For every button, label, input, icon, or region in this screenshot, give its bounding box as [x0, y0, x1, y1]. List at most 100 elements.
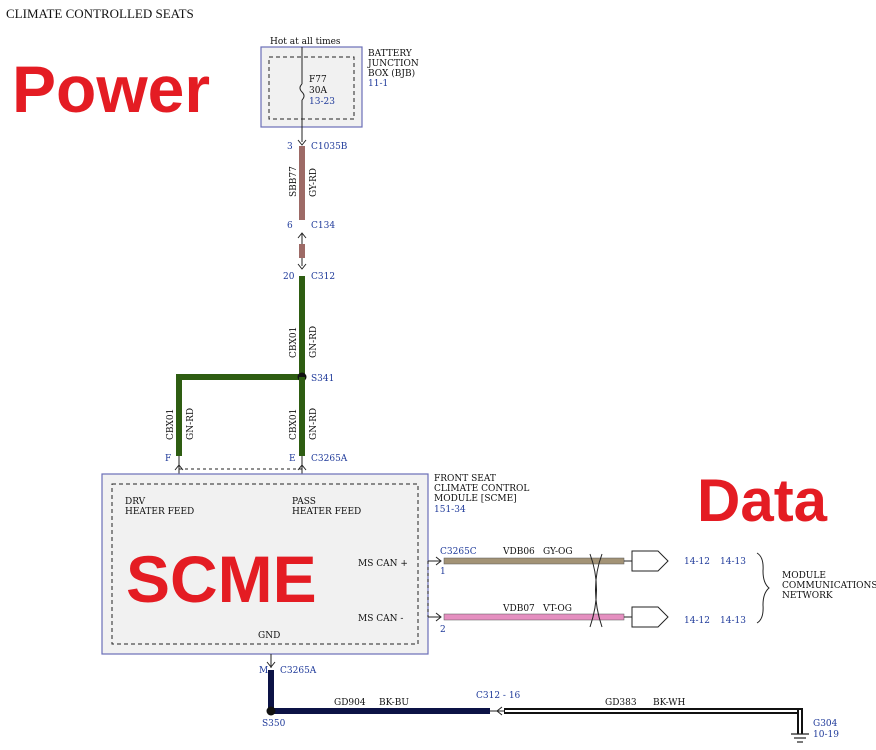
sbb77-wire-segment: 3 C1035B SBB77 GY-RD 6 C134 20 C312: [283, 127, 348, 282]
cbx01-right-color: GN-RD: [309, 408, 319, 440]
cbx01-branch-wire: [176, 374, 305, 380]
vdb06-color: GY-OG: [543, 547, 573, 557]
fuse-icon: [299, 83, 305, 101]
connector-arrow-icon: [297, 139, 307, 146]
vdb06-wire: [443, 557, 625, 565]
net-ref-b1: 14-13: [720, 557, 746, 567]
connector-arrow-icon: [297, 464, 307, 471]
connector-arrow-icon: [496, 706, 503, 716]
vdb06-name: VDB06: [502, 547, 535, 557]
cbx01-left-color: GN-RD: [186, 408, 196, 440]
network-line1: MODULE: [782, 571, 826, 581]
bjb-inner-box: [268, 56, 355, 120]
network-line3: NETWORK: [782, 591, 833, 601]
vdb07-color: VT-OG: [542, 604, 572, 614]
data-annotation: Data: [697, 467, 828, 534]
gd904-wire: [268, 708, 490, 714]
scme-name-line1: FRONT SEAT: [434, 474, 496, 484]
s350-label: S350: [262, 719, 286, 729]
c3265a-pin-e: E: [289, 454, 296, 464]
fuse-amps: 30A: [309, 86, 327, 96]
connector-arrow-icon: [174, 464, 184, 471]
bjb-name-line1: BATTERY: [368, 49, 413, 59]
connector-arrow-icon: [266, 661, 276, 668]
gd904-color: BK-BU: [379, 698, 409, 708]
brace-icon: [756, 552, 770, 624]
network-line2: COMMUNICATIONS: [782, 581, 876, 591]
c3265c-pin1: 1: [440, 567, 446, 577]
bjb-page: 11-1: [368, 79, 388, 89]
c134-label: C134: [311, 221, 335, 231]
connector-arrow-icon: [435, 612, 442, 622]
diagram-title: CLIMATE CONTROLLED SEATS: [6, 6, 194, 21]
c3265c-pin2: 2: [440, 625, 446, 635]
g304-label: G304: [813, 719, 838, 729]
ground-icon: [791, 733, 809, 743]
ms-can-plus-label: MS CAN +: [358, 559, 408, 569]
connector-arrow-icon: [435, 556, 442, 566]
c1035b-pin: 3: [287, 142, 293, 152]
scme-annotation: SCME: [126, 542, 317, 616]
power-annotation: Power: [12, 52, 210, 126]
cbx01-left-name: CBX01: [166, 409, 176, 440]
scme-box: [101, 473, 429, 655]
can-minus-connector-icon: [631, 606, 669, 628]
bjb-box: [260, 46, 363, 128]
fuse-number: F77: [309, 75, 327, 85]
can-plus-connector-icon: [631, 550, 669, 572]
gd383-color: BK-WH: [653, 698, 685, 708]
c3265a-label: C3265A: [311, 454, 348, 464]
battery-junction-box: Hot at all times F77 30A 13-23 BATTERY J…: [260, 37, 419, 128]
can-bus-wires: C3265C 1 2 VDB06 GY-OG VDB07 VT-OG 14-12…: [427, 547, 876, 635]
ground-circuit: M C3265A S350 GD904 BK-BU C312 - 16 GD38…: [259, 654, 839, 743]
c312-pin: 20: [283, 272, 295, 282]
gd904-name: GD904: [334, 698, 366, 708]
cbx01-top-name: CBX01: [289, 327, 299, 358]
drv-label-line2: HEATER FEED: [125, 507, 194, 517]
vdb07-name: VDB07: [502, 604, 535, 614]
sbb77-color: GY-RD: [309, 168, 319, 197]
sbb77-wire-short: [299, 244, 305, 258]
s350-splice: [266, 706, 276, 716]
c3265a-pin-f: F: [165, 454, 171, 464]
bjb-name-line2: JUNCTION: [367, 59, 419, 69]
scme-inner-box: [111, 483, 419, 645]
g304-page: 10-19: [813, 730, 839, 740]
gnd-label: GND: [258, 631, 280, 641]
fuse-ref: 13-23: [309, 97, 335, 107]
scme-name-line2: CLIMATE CONTROL: [434, 484, 529, 494]
c312-16-label: C312 - 16: [476, 691, 521, 701]
connector-arrow-icon: [297, 263, 307, 270]
c1035b-label: C1035B: [311, 142, 348, 152]
hot-at-all-times-label: Hot at all times: [270, 37, 341, 47]
c3265a-pin-m: M: [259, 666, 268, 676]
ms-can-minus-label: MS CAN -: [358, 614, 403, 624]
net-ref-b2: 14-13: [720, 616, 746, 626]
drv-label-line1: DRV: [125, 497, 146, 507]
sbb77-name: SBB77: [289, 166, 299, 197]
cbx01-right-wire: [299, 377, 305, 456]
c134-pin: 6: [287, 221, 293, 231]
bjb-name-line3: BOX (BJB): [368, 68, 415, 79]
c312-label: C312: [311, 272, 335, 282]
gd904-vertical-wire: [268, 670, 274, 712]
pass-label-line1: PASS: [292, 497, 316, 507]
net-ref-a2: 14-12: [684, 616, 710, 626]
c3265a-ground-label: C3265A: [280, 666, 317, 676]
cbx01-left-wire: [176, 374, 182, 456]
c3265c-label: C3265C: [440, 547, 477, 557]
vdb07-wire: [443, 613, 625, 621]
cbx01-right-name: CBX01: [289, 409, 299, 440]
pass-label-line2: HEATER FEED: [292, 507, 361, 517]
scme-page: 151-34: [434, 505, 466, 515]
s341-label: S341: [311, 374, 334, 384]
scme-name-line3: MODULE [SCME]: [434, 494, 517, 504]
sbb77-wire: [299, 146, 305, 220]
net-ref-a1: 14-12: [684, 557, 710, 567]
twisted-pair-icon: [589, 553, 603, 628]
scme-module: DRV HEATER FEED PASS HEATER FEED MS CAN …: [101, 468, 529, 655]
gd383-name: GD383: [605, 698, 637, 708]
cbx01-top-wire: [299, 276, 305, 378]
cbx01-wires: CBX01 GN-RD S341 CBX01 GN-RD CBX01 GN-RD…: [165, 276, 348, 474]
